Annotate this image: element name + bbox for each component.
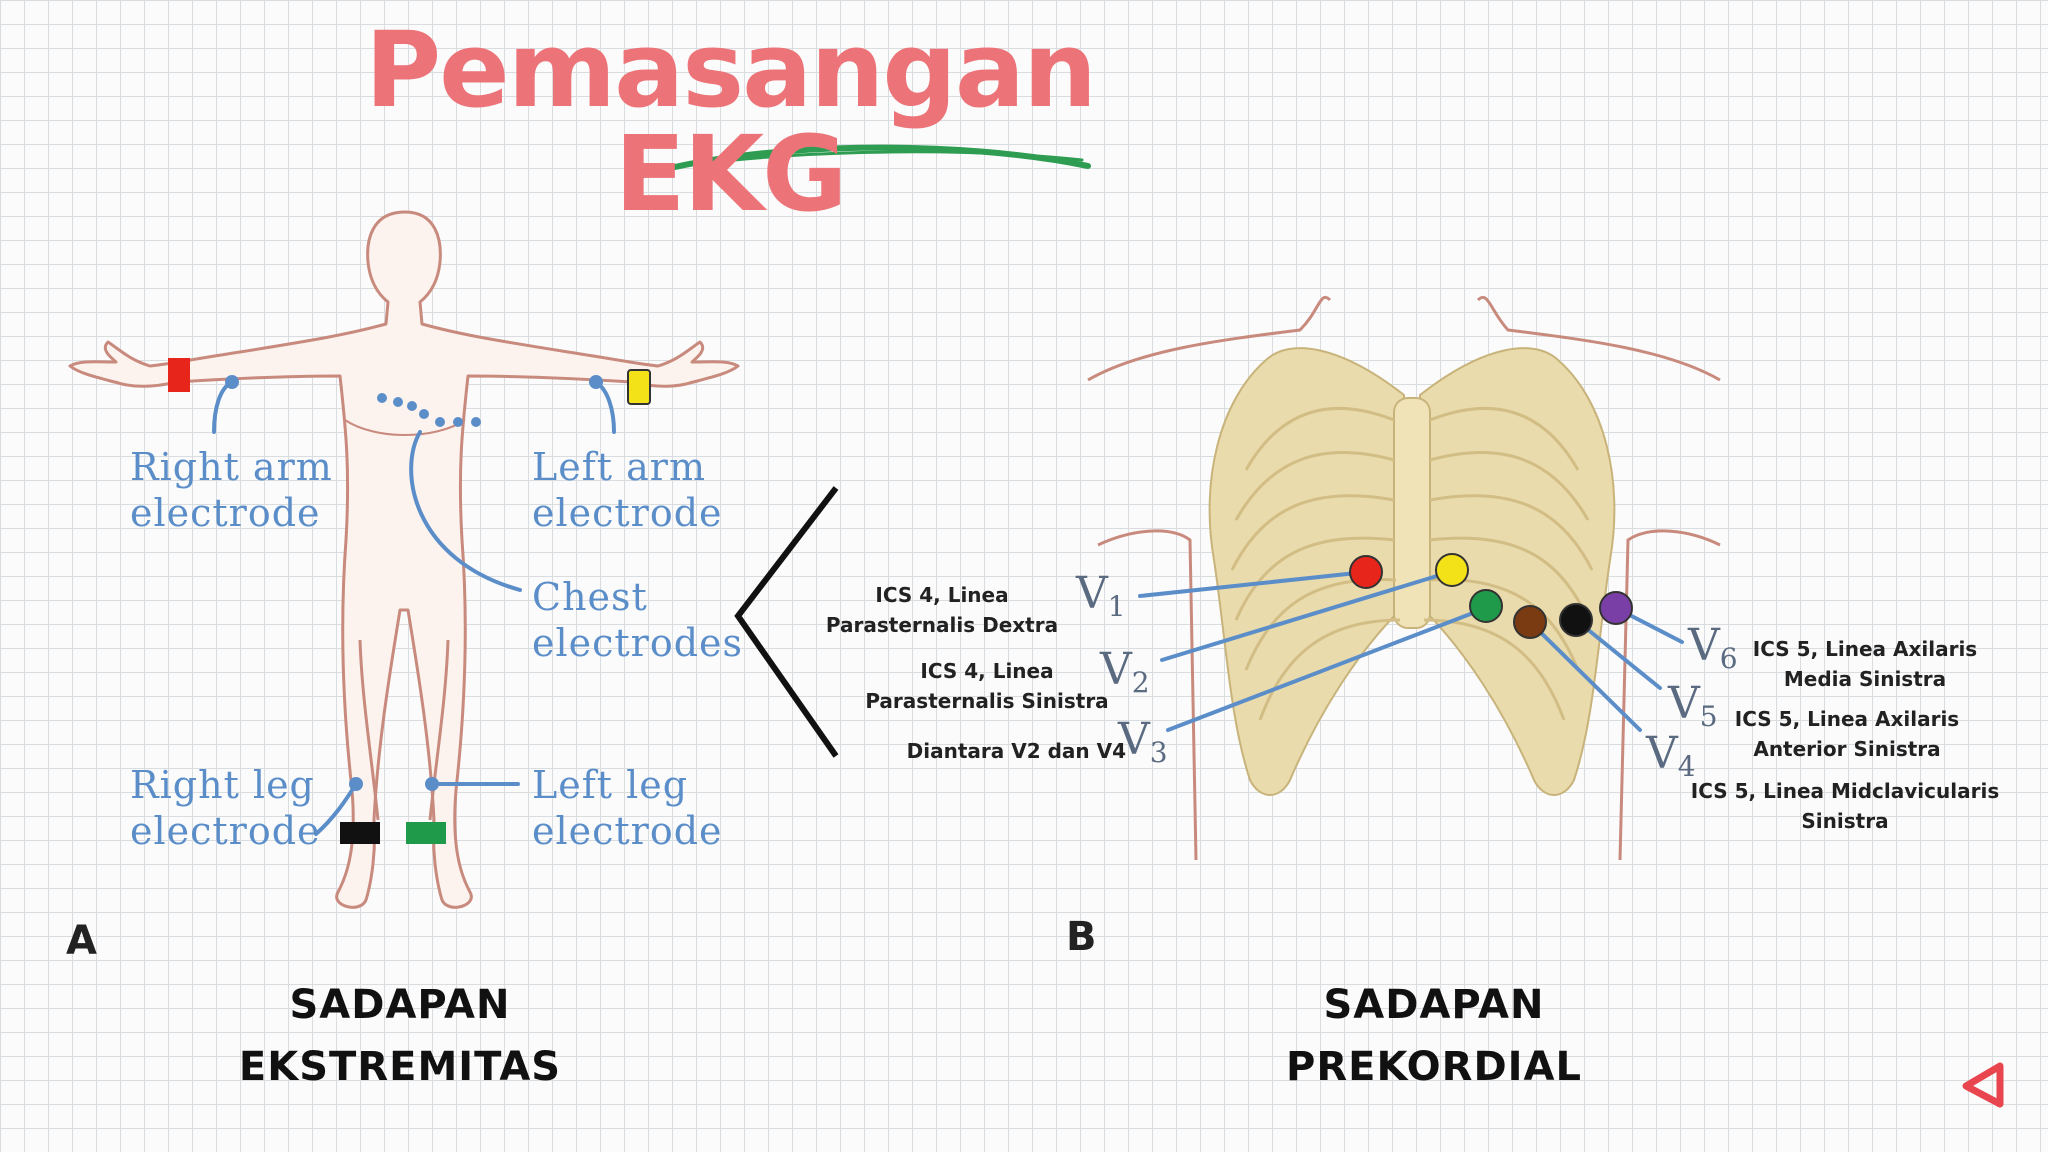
- v3-electrode: [1469, 589, 1503, 623]
- right-arm-label: Right arm electrode: [130, 445, 333, 535]
- title-underline: [637, 144, 1091, 179]
- v6-electrode: [1599, 591, 1633, 625]
- right-leg-label: Right leg electrode: [130, 763, 321, 853]
- back-triangle-icon: [1962, 1062, 2004, 1108]
- human-body-outline: [68, 210, 740, 909]
- v1-note: ICS 4, Linea Parasternalis Dextra: [825, 583, 1059, 637]
- ribcage: [1208, 347, 1616, 796]
- panel-a-caption: SADAPAN EKSTREMITAS: [238, 982, 562, 1090]
- v3-note: Diantara V2 dan V4: [906, 739, 1126, 763]
- left-leg-label: Left leg electrode: [532, 763, 723, 853]
- v5-label: V5: [1668, 678, 1718, 733]
- panel-b-letter: B: [1066, 914, 1097, 960]
- v1-label: V1: [1076, 568, 1126, 623]
- panel-b-caption: SADAPAN PREKORDIAL: [1286, 982, 1582, 1090]
- panel-bracket: [734, 486, 839, 758]
- left-arm-electrode: [627, 369, 651, 405]
- precordial-electrodes: [1349, 553, 1633, 639]
- back-button[interactable]: [1958, 1060, 2008, 1110]
- v6-label: V6: [1688, 620, 1738, 675]
- torso-outline: [1087, 296, 1721, 861]
- left-leg-electrode: [406, 822, 446, 844]
- left-arm-label: Left arm electrode: [532, 445, 723, 535]
- v4-label: V4: [1646, 728, 1696, 783]
- v5-note: ICS 5, Linea Axilaris Anterior Sinistra: [1734, 707, 1960, 761]
- chest-electrode-dots: [377, 393, 481, 427]
- right-arm-electrode: [168, 358, 190, 392]
- chest-label: Chest electrodes: [532, 575, 744, 665]
- panel-a-letter: A: [66, 918, 97, 964]
- precordial-leader-lines: [1138, 570, 1684, 732]
- v4-note: ICS 5, Linea Midclavicularis Sinistra: [1690, 779, 2000, 833]
- v1-electrode: [1349, 555, 1383, 589]
- v6-note: ICS 5, Linea Axilaris Media Sinistra: [1752, 637, 1978, 691]
- v2-electrode: [1435, 553, 1469, 587]
- v4-electrode: [1513, 605, 1547, 639]
- v2-label: V2: [1100, 644, 1150, 699]
- v5-electrode: [1559, 603, 1593, 637]
- right-leg-electrode: [340, 822, 380, 844]
- page-title: Pemasangan EKG: [364, 9, 1097, 235]
- v3-label: V3: [1118, 714, 1168, 769]
- v2-note: ICS 4, Linea Parasternalis Sinistra: [865, 659, 1109, 713]
- panel-a-leader-lines: [212, 375, 616, 836]
